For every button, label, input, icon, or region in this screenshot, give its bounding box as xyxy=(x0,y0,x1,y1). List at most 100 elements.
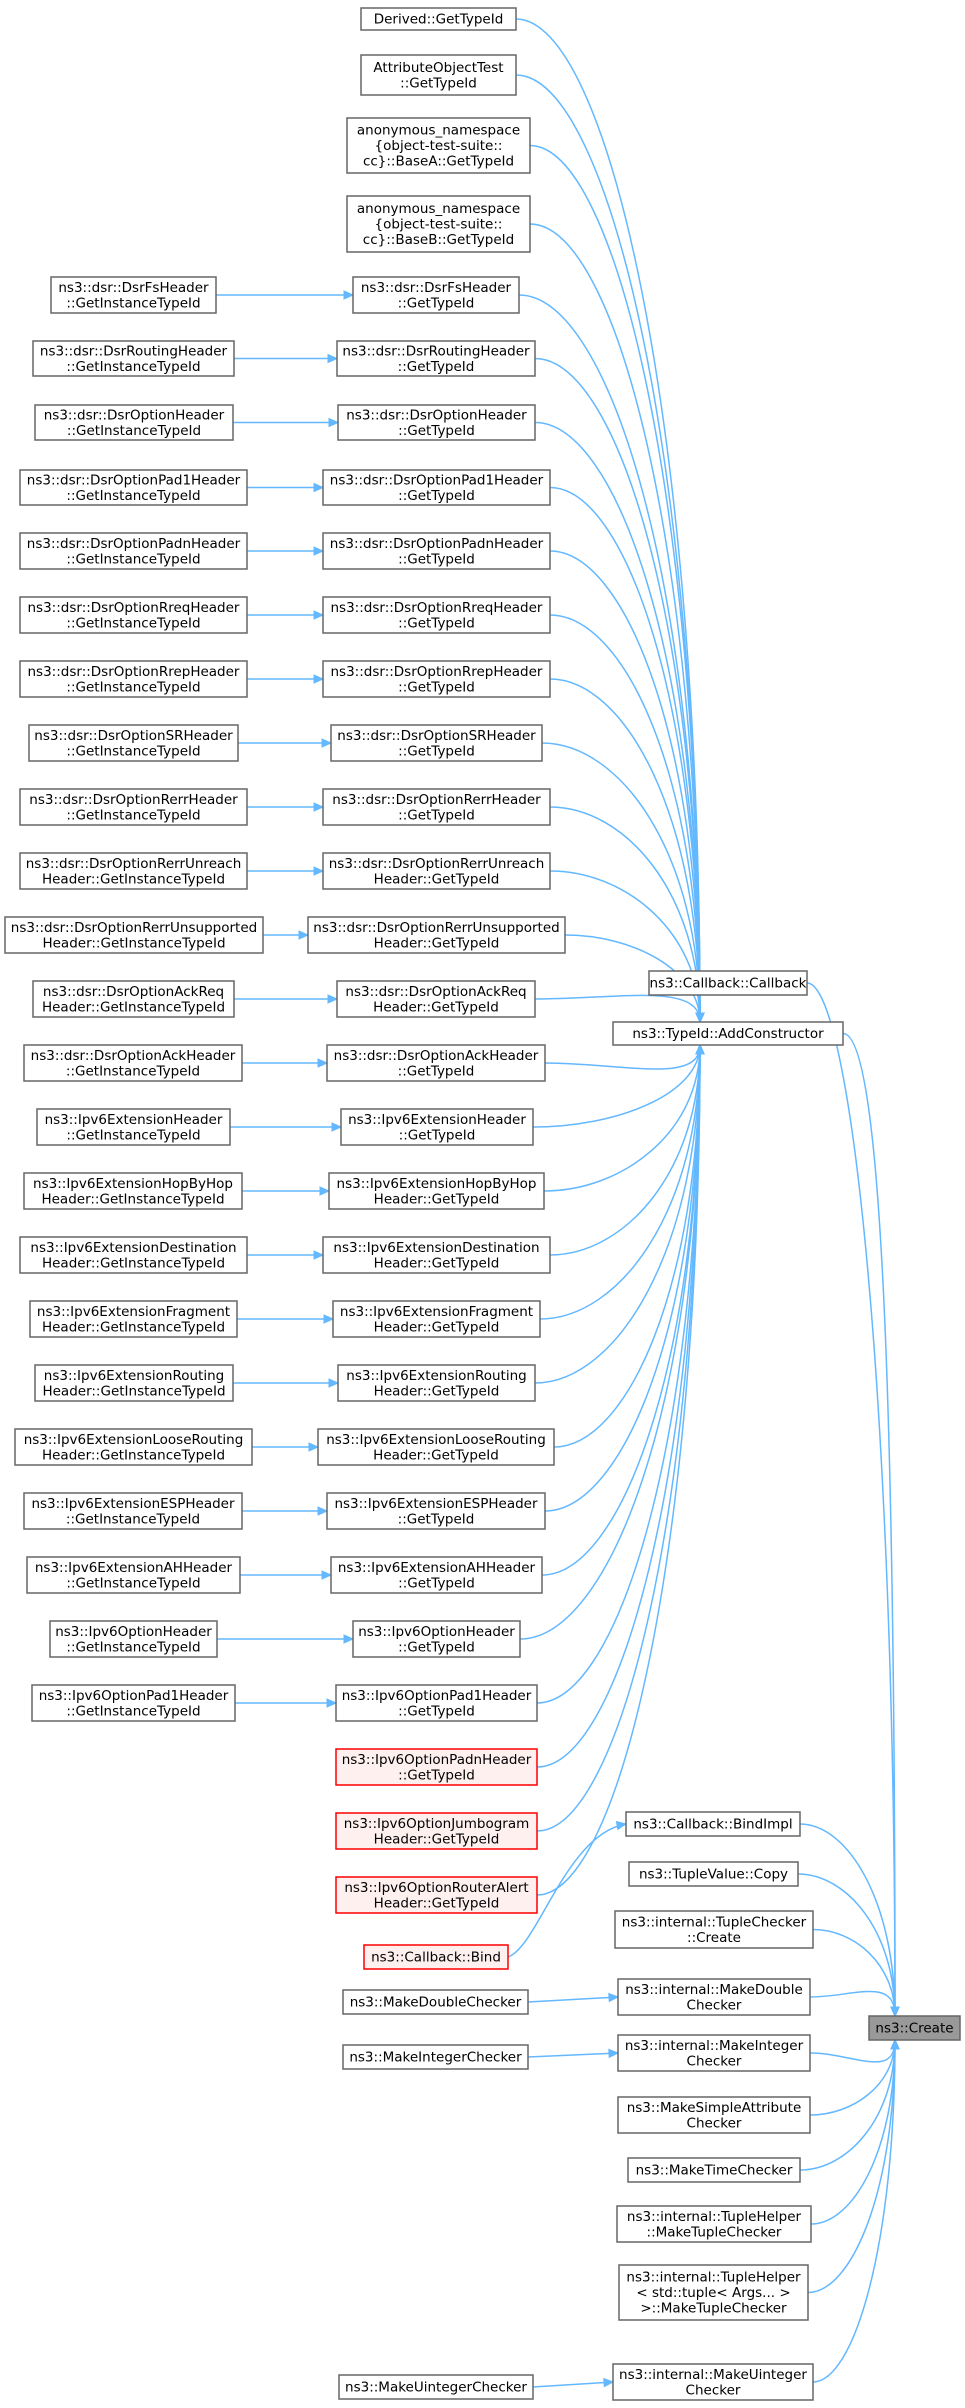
graph-node-ar_i[interactable]: ns3::dsr::DsrOptionAckReqHeader::GetInst… xyxy=(32,980,235,1018)
node-label-line: ns3::MakeIntegerChecker xyxy=(349,2050,522,2066)
nodes-layer: Derived::GetTypeIdAttributeObjectTest::G… xyxy=(4,7,961,2401)
graph-node-addc[interactable]: ns3::TypeId::AddConstructor xyxy=(612,1021,844,1046)
graph-node-fs_i[interactable]: ns3::dsr::DsrFsHeader::GetInstanceTypeId xyxy=(50,276,217,314)
graph-node-ru_i[interactable]: ns3::dsr::DsrOptionRerrUnreachHeader::Ge… xyxy=(19,852,248,890)
graph-node-re_i[interactable]: ns3::dsr::DsrOptionRerrHeader::GetInstan… xyxy=(19,788,248,826)
node-label-line: ns3::internal::MakeUinteger xyxy=(619,2367,807,2383)
edge-arrowhead xyxy=(608,2048,620,2059)
graph-node-create[interactable]: ns3::Create xyxy=(868,2015,961,2041)
edge-line xyxy=(544,1044,701,1512)
graph-node-mdc[interactable]: ns3::MakeDoubleChecker xyxy=(342,1989,529,2015)
graph-node-oh_i[interactable]: ns3::Ipv6OptionHeader::GetInstanceTypeId xyxy=(49,1620,218,1658)
graph-node-basea[interactable]: anonymous_namespace{object-test-suite::c… xyxy=(346,117,531,174)
graph-node-ro_i[interactable]: ns3::Ipv6ExtensionRoutingHeader::GetInst… xyxy=(34,1364,234,1402)
graph-node-rt_i[interactable]: ns3::dsr::DsrRoutingHeader::GetInstanceT… xyxy=(32,340,235,377)
graph-node-cb_cb[interactable]: ns3::Callback::Callback xyxy=(648,970,808,996)
graph-node-on_g[interactable]: ns3::Ipv6OptionPadnHeader::GetTypeId xyxy=(335,1748,538,1786)
graph-node-attrobj[interactable]: AttributeObjectTest::GetTypeId xyxy=(360,54,517,96)
graph-node-o1_g[interactable]: ns3::Ipv6OptionPad1Header::GetTypeId xyxy=(335,1684,538,1722)
graph-node-mic[interactable]: ns3::MakeIntegerChecker xyxy=(342,2044,529,2070)
graph-node-imdc[interactable]: ns3::internal::MakeDoubleChecker xyxy=(617,1978,811,2016)
graph-node-muc[interactable]: ns3::MakeUintegerChecker xyxy=(338,2374,534,2400)
graph-node-pn_i[interactable]: ns3::dsr::DsrOptionPadnHeader::GetInstan… xyxy=(19,532,248,570)
graph-node-p1_g[interactable]: ns3::dsr::DsrOptionPad1Header::GetTypeId xyxy=(322,469,551,506)
node-label-line: ::GetInstanceTypeId xyxy=(66,807,200,823)
node-label-line: ns3::dsr::DsrRoutingHeader xyxy=(342,343,530,359)
edge-line xyxy=(544,1044,701,1070)
graph-node-sr_g[interactable]: ns3::dsr::DsrOptionSRHeader::GetTypeId xyxy=(330,724,543,762)
graph-node-rs_i[interactable]: ns3::dsr::DsrOptionRerrUnsupportedHeader… xyxy=(4,916,264,954)
graph-node-rt_g[interactable]: ns3::dsr::DsrRoutingHeader::GetTypeId xyxy=(336,340,536,377)
graph-node-sr_i[interactable]: ns3::dsr::DsrOptionSRHeader::GetInstance… xyxy=(28,724,239,762)
node-box xyxy=(326,1044,546,1082)
graph-node-ie_g[interactable]: ns3::Ipv6ExtensionHeader::GetTypeId xyxy=(340,1108,534,1146)
graph-node-es_i[interactable]: ns3::Ipv6ExtensionESPHeader::GetInstance… xyxy=(23,1492,243,1530)
graph-node-p1_i[interactable]: ns3::dsr::DsrOptionPad1Header::GetInstan… xyxy=(19,469,248,506)
edge-arrowhead xyxy=(313,482,325,493)
graph-node-fr_g[interactable]: ns3::Ipv6ExtensionFragmentHeader::GetTyp… xyxy=(332,1300,541,1338)
graph-node-au_g[interactable]: ns3::Ipv6ExtensionAHHeader::GetTypeId xyxy=(330,1556,543,1594)
node-label-line: ::GetInstanceTypeId xyxy=(66,551,200,567)
graph-node-op_g[interactable]: ns3::dsr::DsrOptionHeader::GetTypeId xyxy=(337,404,536,441)
graph-node-fr_i[interactable]: ns3::Ipv6ExtensionFragmentHeader::GetIns… xyxy=(29,1300,238,1338)
graph-edge-au_i-au_g xyxy=(240,1570,333,1580)
graph-node-ru_g[interactable]: ns3::dsr::DsrOptionRerrUnreachHeader::Ge… xyxy=(322,852,551,890)
graph-node-ralert[interactable]: ns3::Ipv6OptionRouterAlertHeader::GetTyp… xyxy=(335,1876,538,1914)
graph-node-ro_g[interactable]: ns3::Ipv6ExtensionRoutingHeader::GetType… xyxy=(337,1364,536,1402)
graph-node-o1_i[interactable]: ns3::Ipv6OptionPad1Header::GetInstanceTy… xyxy=(31,1684,236,1722)
node-label-line: Header::GetInstanceTypeId xyxy=(42,1447,225,1463)
edge-line xyxy=(527,1996,619,2003)
graph-node-jumbo[interactable]: ns3::Ipv6OptionJumbogramHeader::GetTypeI… xyxy=(335,1812,538,1850)
graph-node-bimpl[interactable]: ns3::Callback::BindImpl xyxy=(625,1811,801,1837)
node-label-line: anonymous_namespace xyxy=(357,123,520,139)
graph-node-lr_i[interactable]: ns3::Ipv6ExtensionLooseRoutingHeader::Ge… xyxy=(14,1428,253,1466)
edge-line xyxy=(809,2039,896,2063)
graph-node-re_g[interactable]: ns3::dsr::DsrOptionRerrHeader::GetTypeId xyxy=(322,788,551,826)
node-label-line: ns3::Ipv6ExtensionESPHeader xyxy=(334,1496,538,1512)
graph-node-mtc[interactable]: ns3::MakeTimeChecker xyxy=(627,2157,801,2183)
graph-node-hh_g[interactable]: ns3::Ipv6ExtensionHopByHopHeader::GetTyp… xyxy=(328,1172,545,1210)
graph-node-rp_i[interactable]: ns3::dsr::DsrOptionRrepHeader::GetInstan… xyxy=(19,660,248,698)
edge-line xyxy=(541,742,701,1023)
node-label-line: {object-test-suite:: xyxy=(375,217,503,233)
graph-node-de_g[interactable]: ns3::Ipv6ExtensionDestinationHeader::Get… xyxy=(322,1236,551,1274)
graph-node-tcc[interactable]: ns3::internal::TupleChecker::Create xyxy=(614,1910,814,1949)
graph-node-es_g[interactable]: ns3::Ipv6ExtensionESPHeader::GetTypeId xyxy=(326,1492,546,1530)
graph-node-pn_g[interactable]: ns3::dsr::DsrOptionPadnHeader::GetTypeId xyxy=(322,532,551,570)
graph-node-rp_g[interactable]: ns3::dsr::DsrOptionRrepHeader::GetTypeId xyxy=(322,660,551,698)
graph-node-ie_i[interactable]: ns3::Ipv6ExtensionHeader::GetInstanceTyp… xyxy=(36,1108,231,1146)
edge-line xyxy=(807,2039,896,2294)
graph-node-rq_i[interactable]: ns3::dsr::DsrOptionRreqHeader::GetInstan… xyxy=(19,596,248,634)
edge-arrowhead xyxy=(321,1570,333,1580)
graph-node-rs_g[interactable]: ns3::dsr::DsrOptionRerrUnsupportedHeader… xyxy=(307,916,566,954)
graph-node-tht[interactable]: ns3::internal::TupleHelper< std::tuple< … xyxy=(618,2264,809,2321)
graph-node-hh_i[interactable]: ns3::Ipv6ExtensionHopByHopHeader::GetIns… xyxy=(23,1172,243,1210)
graph-node-fs_g[interactable]: ns3::dsr::DsrFsHeader::GetTypeId xyxy=(352,276,520,314)
node-label-line: ns3::dsr::DsrOptionHeader xyxy=(44,407,225,423)
graph-edge-baseb-addc xyxy=(529,223,705,1024)
node-box xyxy=(363,1944,509,1970)
graph-node-oh_g[interactable]: ns3::Ipv6OptionHeader::GetTypeId xyxy=(352,1620,521,1658)
graph-node-ar_g[interactable]: ns3::dsr::DsrOptionAckReqHeader::GetType… xyxy=(336,980,536,1018)
graph-node-ah_i[interactable]: ns3::dsr::DsrOptionAckHeader::GetInstanc… xyxy=(23,1044,243,1082)
graph-node-imuc[interactable]: ns3::internal::MakeUintegerChecker xyxy=(612,2363,814,2401)
graph-node-baseb[interactable]: anonymous_namespace{object-test-suite::c… xyxy=(346,195,531,253)
graph-node-derived[interactable]: Derived::GetTypeId xyxy=(360,7,517,31)
node-label-line: ::GetInstanceTypeId xyxy=(66,1063,200,1079)
edge-arrowhead xyxy=(308,1442,320,1452)
graph-node-thm[interactable]: ns3::internal::TupleHelper::MakeTupleChe… xyxy=(616,2205,812,2243)
graph-node-op_i[interactable]: ns3::dsr::DsrOptionHeader::GetInstanceTy… xyxy=(34,404,234,441)
graph-node-imic[interactable]: ns3::internal::MakeIntegerChecker xyxy=(617,2034,811,2072)
graph-node-bind[interactable]: ns3::Callback::Bind xyxy=(363,1944,509,1970)
node-box xyxy=(617,2096,811,2134)
node-label-line: ns3::Ipv6ExtensionHopByHop xyxy=(337,1176,537,1192)
graph-node-tvcopy[interactable]: ns3::TupleValue::Copy xyxy=(628,1861,799,1887)
node-label-line: ::GetInstanceTypeId xyxy=(66,1575,200,1591)
graph-node-ah_g[interactable]: ns3::dsr::DsrOptionAckHeader::GetTypeId xyxy=(326,1044,546,1082)
graph-node-au_i[interactable]: ns3::Ipv6ExtensionAHHeader::GetInstanceT… xyxy=(26,1556,241,1594)
graph-node-lr_g[interactable]: ns3::Ipv6ExtensionLooseRoutingHeader::Ge… xyxy=(317,1428,555,1466)
node-label-line: ns3::dsr::DsrOptionSRHeader xyxy=(337,728,536,744)
graph-node-rq_g[interactable]: ns3::dsr::DsrOptionRreqHeader::GetTypeId xyxy=(322,596,551,634)
graph-node-de_i[interactable]: ns3::Ipv6ExtensionDestinationHeader::Get… xyxy=(19,1236,248,1274)
